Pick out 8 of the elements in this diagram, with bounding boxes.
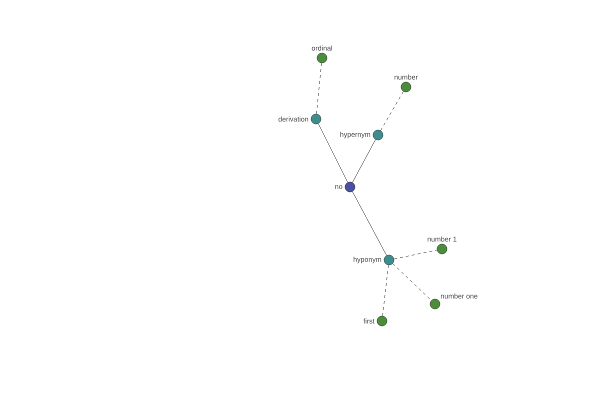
- connector-line: [394, 250, 438, 260]
- connector-line: [380, 91, 404, 131]
- connector-line: [382, 264, 389, 316]
- connector-line: [316, 62, 322, 114]
- connector-line: [392, 263, 432, 301]
- connector-line: [352, 191, 387, 256]
- connector-line: [318, 123, 348, 183]
- connector-line: [352, 139, 376, 183]
